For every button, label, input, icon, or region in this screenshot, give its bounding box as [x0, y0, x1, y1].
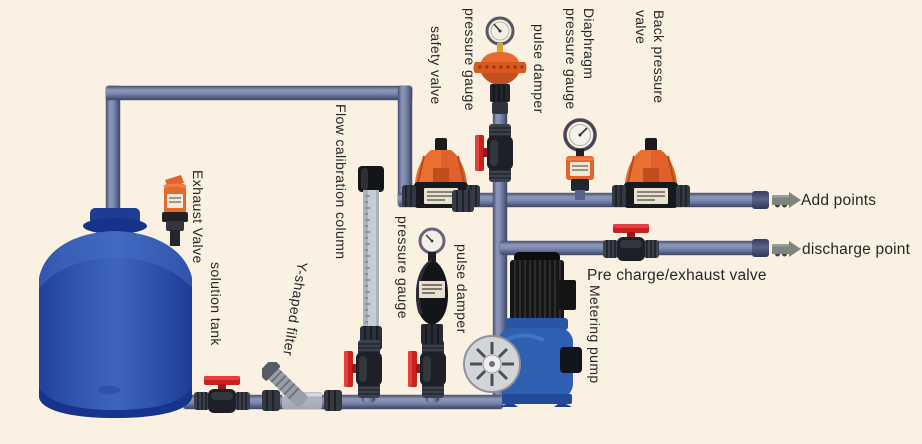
y-filter-label: Y-shaped filter [280, 260, 311, 358]
exhaust-valve [157, 172, 193, 246]
pulse-damper-lower-label: pulse damper [454, 244, 470, 334]
pulse-damper-upper [472, 16, 528, 116]
damper-line-valve [474, 124, 516, 182]
tank-outlet-valve [194, 374, 250, 416]
back-pressure-valve-label: Back pressure valve [632, 10, 667, 104]
pressure-gauge-lower-label: pressure gauge [395, 216, 411, 319]
precharge-valve-label: Pre charge/exhaust valve [587, 267, 767, 284]
pulse-damper-lower [412, 226, 452, 346]
flow-calibration-column [356, 166, 386, 352]
pipe-endcap-discharge [752, 239, 769, 257]
metering-pump-label: Metering pump [587, 285, 603, 384]
diaphragm-pressure-gauge [558, 118, 602, 200]
precharge-exhaust-valve [603, 222, 659, 264]
add-points-label: Add points [801, 192, 877, 209]
exhaust-valve-label: Exhaust Valve [190, 170, 206, 264]
flow-column-label: Flow calibration column [333, 104, 349, 260]
add-points-arrow-icon [772, 191, 802, 209]
diaphragm-gauge-label: Diaphragm pressure gauge [562, 8, 597, 110]
column-isolation-valve [343, 340, 385, 398]
metering-pump [462, 252, 587, 407]
solution-tank [33, 208, 198, 428]
damper-isolation-valve [407, 340, 449, 398]
discharge-point-label: discharge point [802, 241, 911, 258]
pipe-top-drop [398, 86, 412, 204]
safety-valve-label: safety valve [428, 26, 444, 105]
pressure-gauge-upper-label: pressure gauge [462, 8, 478, 111]
pipe-endcap-dosing [752, 191, 769, 209]
discharge-point-arrow-icon [772, 240, 802, 258]
pipe-union [452, 188, 474, 214]
pipe-tank-riser [106, 86, 120, 226]
pipe-top-run [106, 86, 412, 100]
pump-body [498, 328, 573, 398]
solution-tank-label: solution tank [208, 262, 224, 346]
pump-junction-box [559, 280, 576, 310]
pump-motor [510, 260, 564, 322]
y-shaped-filter [262, 362, 342, 418]
back-pressure-valve [612, 138, 690, 214]
pulse-damper-upper-label: pulse damper [531, 24, 547, 114]
